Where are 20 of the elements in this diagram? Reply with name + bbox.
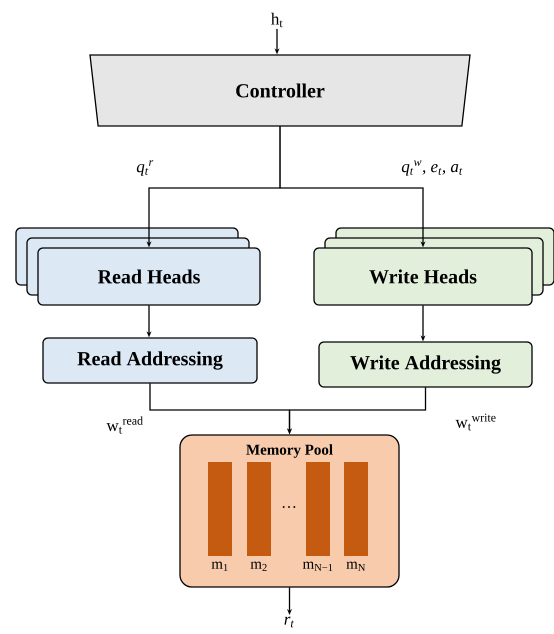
edge-label: q$_{t}$$^{w}$, e$_{t}$, a$_{t}$ (400, 159, 464, 177)
edge-label: q$_{t}$r (135, 159, 155, 177)
math-label: h$_{t}$ (271, 12, 283, 28)
slot-label: m$_{N}$ (346, 562, 366, 571)
stacked-head-boxes: Write Heads (313, 227, 554, 306)
edge-label: w$_{t}$read (105, 415, 145, 435)
process-box: Read Addressing (42, 337, 258, 384)
memory-slot-bar (208, 462, 232, 556)
math-label: r$_{t}$ (284, 616, 294, 628)
controller-trapezoid: Controller (89, 54, 471, 127)
memory-slot-bar (247, 462, 271, 556)
slot-label: m$_{1}$ (212, 562, 228, 571)
ellipsis: … (282, 506, 296, 508)
stacked-head-boxes: Read Heads (15, 227, 261, 306)
process-box: Write Addressing (318, 341, 533, 388)
slot-label: m$_{2}$ (250, 562, 267, 571)
memory-slot-bar (344, 462, 368, 556)
memory-slot-bar (306, 462, 330, 556)
slot-label: m$_{N−1}$ (302, 562, 332, 571)
edge-label: w$_{t}$write (454, 412, 498, 432)
